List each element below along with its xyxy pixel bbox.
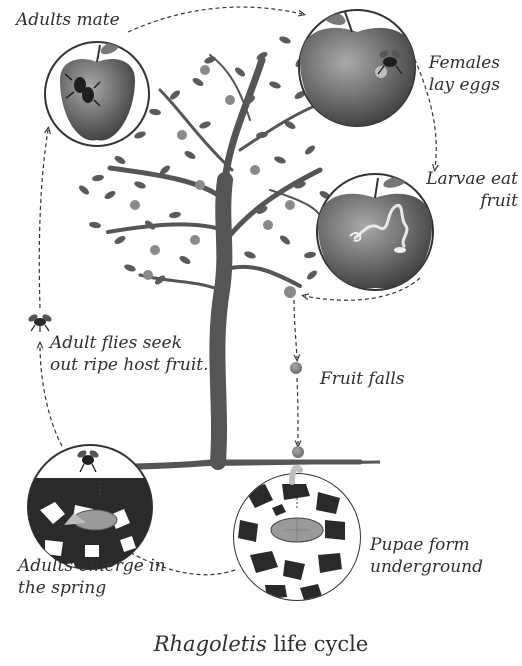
- caption-genus: Rhagoletis: [154, 632, 267, 656]
- circle-adults-mate: [45, 39, 149, 146]
- tree-fruits: [130, 65, 296, 298]
- label-pupae-form: Pupae form underground: [370, 534, 483, 578]
- label-adults-mate: Adults mate: [16, 9, 120, 31]
- circle-females-lay-eggs: [299, 8, 415, 126]
- arrow-fruit-falls-2: [297, 378, 298, 444]
- arrow-fruit-falls-1: [294, 300, 297, 358]
- fallen-fruit: [292, 446, 304, 458]
- falling-fruit: [290, 362, 302, 374]
- larva-icon: [394, 247, 406, 253]
- diagram-caption: Rhagoletis life cycle: [0, 632, 522, 656]
- label-adults-emerge: Adults emerge in the spring: [18, 555, 166, 599]
- label-larvae-eat-fruit: Larvae eat fruit: [400, 168, 518, 212]
- label-adult-flies-seek: Adult flies seek out ripe host fruit.: [50, 332, 209, 376]
- tree: [108, 55, 360, 467]
- circle-pupae-form: [234, 468, 364, 604]
- label-fruit-falls: Fruit falls: [320, 368, 405, 390]
- adult-fly-icon: [27, 313, 53, 332]
- arrow-mate-to-lay: [128, 7, 302, 32]
- caption-rest: life cycle: [267, 632, 369, 656]
- label-females-lay-eggs: Females lay eggs: [400, 52, 500, 96]
- arrow-fly-to-mate: [39, 130, 48, 308]
